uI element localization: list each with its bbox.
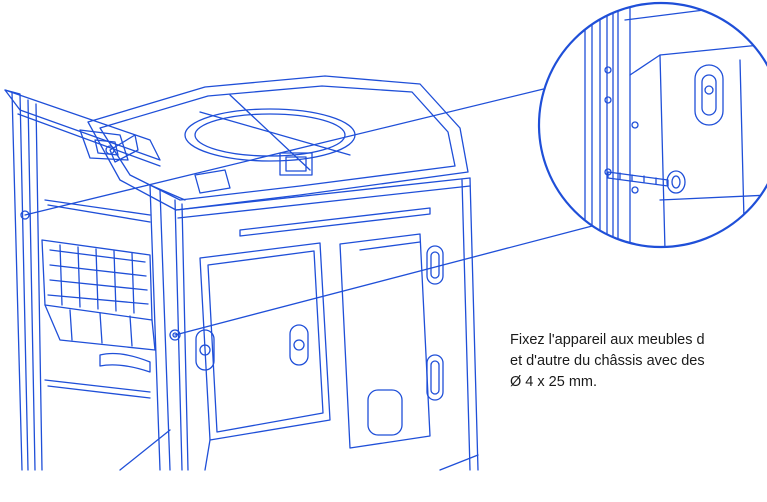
door-frame [4, 89, 189, 471]
caption-line-2: et d'autre du châssis avec des [510, 353, 705, 369]
caption-line-3: Ø 4 x 25 mm. [510, 374, 598, 390]
zoom-detail [537, 1, 767, 249]
caption-line-1: Fixez l'appareil aux meubles d [510, 332, 705, 348]
leader-line-bottom [174, 224, 597, 336]
instruction-caption: Fixez l'appareil aux meubles d et d'autr… [510, 330, 767, 393]
dish-rack [41, 199, 156, 399]
leader-line-top [24, 84, 561, 216]
appliance-body [87, 75, 479, 471]
